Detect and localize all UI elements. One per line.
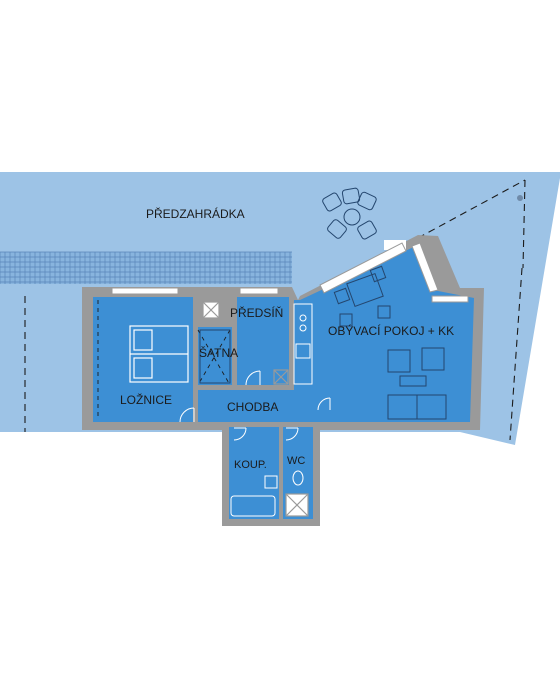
wc-label: WC [287,455,305,467]
doors [179,370,331,441]
armchair-icon-2 [421,347,445,371]
closet-shelf [199,329,231,384]
paving-grid [0,251,292,284]
garden-table-set-icon [322,187,377,240]
bedroom-label: LOŽNICE [120,392,172,407]
wardrobe-lines [97,300,231,420]
shaft-icons [202,301,309,517]
living-furniture [333,265,447,420]
bathroom-fixtures [230,470,304,517]
windows [111,242,469,303]
garden-label: PŘEDZAHRÁDKA [146,206,245,221]
closet-label: ŠATNA [199,345,238,360]
dining-table-icon [346,272,384,308]
corridor-label: CHODBA [227,400,278,414]
kitchen-counter-icon [293,303,313,385]
garden-lamp-icon [517,195,523,201]
bedroom-floor [93,297,193,422]
bathroom-floor [229,427,279,519]
coffee-table-icon [399,375,427,387]
bathroom-label: KOUP. [234,459,267,471]
garden-boundary-lines [24,179,526,441]
bathtub-icon [230,495,276,517]
interior-walls [193,297,294,519]
bed-icon [129,325,189,383]
closet-floor [198,327,232,385]
toilet-icon [292,470,304,486]
corridor-floor [198,390,318,422]
living-label: OBÝVACÍ POKOJ + KK [328,323,454,338]
hall-label: PŘEDSÍŇ [230,305,283,320]
sink-icon [264,475,278,489]
armchair-icon [387,349,411,373]
